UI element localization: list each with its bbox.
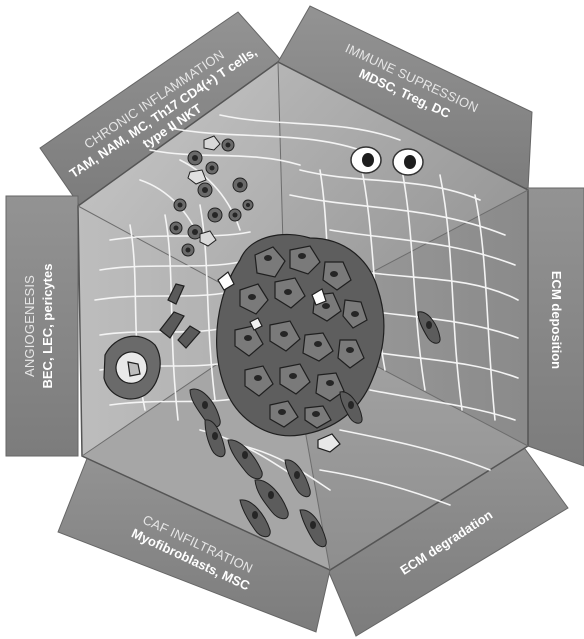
immune-cell-nucleus [404,155,416,169]
ecm-deposition-label: ECM deposition [549,271,564,369]
angiogenesis-cells: BEC, LEC, pericytes [40,264,55,389]
immune-cell-nucleus [362,153,374,167]
angiogenesis-title: ANGIOGENESIS [22,275,37,377]
ecm-deposition-title: ECM deposition [549,271,564,369]
